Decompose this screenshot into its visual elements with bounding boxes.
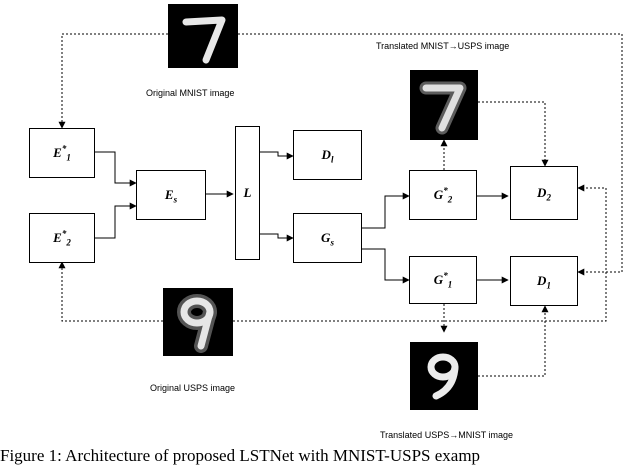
discriminator-dl-label: Dl <box>321 147 334 165</box>
shared-encoder-es-label: Es <box>164 187 178 205</box>
discriminator-d2-box: D2 <box>510 166 578 220</box>
discriminator-d1-box: D1 <box>510 256 578 306</box>
label-translated-mnist-usps: Translated MNIST→USPS image <box>376 41 510 51</box>
original-mnist-seven-image <box>168 4 238 68</box>
edge-l-gs <box>260 233 294 242</box>
edge-mnist-d1 <box>238 33 623 276</box>
generator-g1-box: G*1 <box>409 256 477 304</box>
latent-l-label: L <box>243 185 252 200</box>
discriminator-d1-label: D1 <box>537 273 551 291</box>
edge-l-dl <box>260 151 294 160</box>
figure-caption: Figure 1: Architecture of proposed LSTNe… <box>0 446 481 465</box>
encoder-e2-box: E*2 <box>29 213 95 263</box>
blurred-nine-glyph <box>177 294 217 353</box>
translated-nine-image <box>410 342 478 410</box>
generator-g2-label: G*2 <box>433 185 453 205</box>
encoder-e1-label: E*1 <box>53 143 71 163</box>
discriminator-dl-box: Dl <box>293 130 362 180</box>
blurred-seven-glyph <box>419 81 467 135</box>
label-original-mnist: Original MNIST image <box>146 88 235 98</box>
edge-translated7-d2 <box>478 101 549 167</box>
original-usps-nine-image <box>163 288 233 356</box>
shared-encoder-es-box: Es <box>136 170 206 220</box>
translated-seven-image <box>410 70 478 140</box>
shared-generator-gs-label: Gs <box>321 230 334 248</box>
label-translated-usps-mnist: Translated USPS→MNIST image <box>380 430 514 440</box>
edge-translated9-d1 <box>478 305 549 377</box>
encoder-e1-box: E*1 <box>29 128 95 178</box>
edge-e2-es <box>95 202 137 239</box>
encoder-e2-label: E*2 <box>53 228 71 248</box>
edge-usps-d2 <box>233 184 607 322</box>
nine-glyph <box>427 353 459 400</box>
label-original-usps: Original USPS image <box>150 383 236 393</box>
edge-mnist-e1 <box>58 33 168 129</box>
discriminator-d2-label: D2 <box>537 185 551 203</box>
edge-gs-g1 <box>362 248 410 284</box>
shared-generator-gs-box: Gs <box>293 213 362 263</box>
edge-gs-g2 <box>362 192 410 229</box>
edge-e1-es <box>95 151 137 187</box>
edge-usps-e2 <box>58 261 163 322</box>
generator-g1-label: G*1 <box>433 270 453 290</box>
seven-glyph <box>182 16 226 64</box>
latent-l-box: L <box>235 126 260 260</box>
generator-g2-box: G*2 <box>409 170 477 220</box>
